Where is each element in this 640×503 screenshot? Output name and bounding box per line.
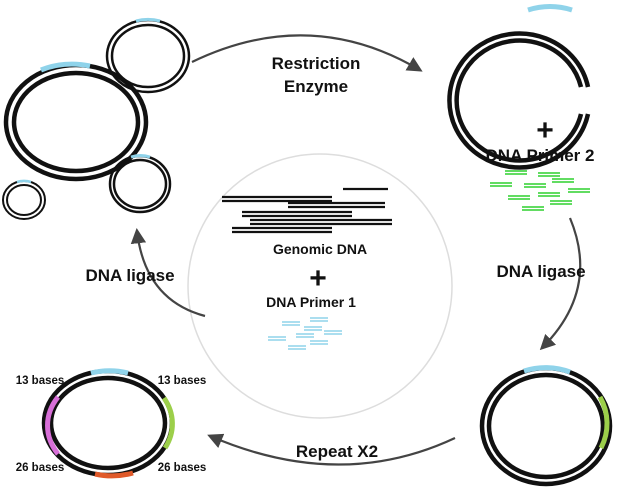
label-restriction-enzyme-line2: Enzyme <box>284 77 348 96</box>
plasmid-cut <box>447 4 591 170</box>
label-dna-ligase-left: DNA ligase <box>85 266 174 285</box>
dna-primer-2-fragments <box>490 170 590 211</box>
label-bases-bottom-right: 26 bases <box>158 462 207 474</box>
genomic-dna-strands <box>222 187 392 234</box>
label-bases-bottom-left: 26 bases <box>16 462 65 474</box>
plus-sign-center: + <box>309 262 327 295</box>
dna-primer-1-fragments <box>268 317 342 350</box>
label-repeat: Repeat X2 <box>296 442 378 461</box>
label-dna-primer-2: DNA Primer 2 <box>486 146 595 165</box>
plasmid-multi-insert <box>41 368 175 479</box>
arrow-dna-ligase-right <box>539 217 582 351</box>
arrow-repeat <box>207 433 456 466</box>
plus-sign-right: + <box>536 114 554 147</box>
plasmid-green-insert <box>479 365 613 487</box>
plasmid-small-top <box>105 17 191 94</box>
label-genomic-dna: Genomic DNA <box>273 241 367 257</box>
arrow-dna-ligase-left <box>130 227 206 318</box>
plasmid-large <box>3 61 149 182</box>
label-dna-ligase-right: DNA ligase <box>496 262 585 281</box>
plasmid-small-middle <box>108 154 172 214</box>
label-restriction-enzyme-line1: Restriction <box>272 54 361 73</box>
plasmid-tiny <box>2 179 46 220</box>
label-bases-top-left: 13 bases <box>16 375 65 387</box>
arrow-restriction-enzyme <box>191 34 423 72</box>
label-bases-top-right: 13 bases <box>158 375 207 387</box>
label-dna-primer-1: DNA Primer 1 <box>266 294 356 310</box>
center-circle <box>187 153 453 419</box>
